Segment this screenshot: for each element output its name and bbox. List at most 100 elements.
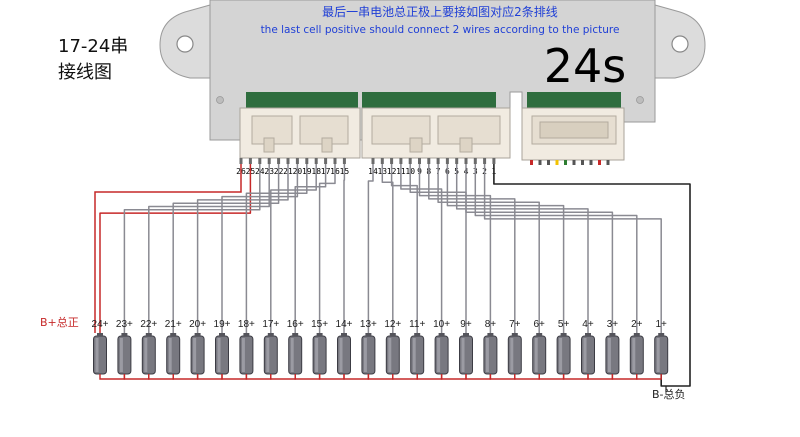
cell-highlight [607,338,611,372]
side-title-line1: 17-24串 [58,36,128,57]
cell-highlight [559,338,563,372]
cell-body [483,335,498,375]
balance-wire-cell-24 [99,164,252,333]
battery-negative-label: B-总负 [652,387,686,401]
pin-stub-12 [390,158,394,164]
cell-label: 8+ [485,319,497,330]
cell-label: 24+ [92,319,109,330]
cell-body [141,335,156,375]
cell-body [361,335,376,375]
cell-cap [463,333,469,336]
balance-wire-cell-20 [196,164,289,333]
cell-body [117,335,132,375]
cell-label: 9+ [460,319,472,330]
cell-cap [219,333,225,336]
cell-label: 10+ [433,319,450,330]
pin-stub-13 [380,158,384,164]
balance-wire-cell-23 [123,164,261,333]
battery-cell: 7+ [507,319,522,375]
instruction-title-cn: 最后一串电池总正极上要接如图对应2条排线 [322,4,558,19]
battery-cell: 9+ [459,319,473,375]
balance-wire-cell-3 [465,164,614,333]
balance-wires [94,164,691,392]
cell-cap [536,333,543,336]
cell-body [629,335,644,375]
balance-wire-cell-15 [318,164,336,333]
series-link [318,374,345,380]
cell-cap [438,333,445,336]
series-link [489,374,516,380]
balance-wire-cell-10 [400,164,443,333]
cell-label: 21+ [165,319,182,330]
cell-body [190,335,205,375]
cell-body [459,335,473,375]
battery-cell: 18+ [238,319,255,375]
aux-pin [589,160,593,165]
battery-cell: 12+ [384,319,401,375]
balance-connector-right [361,107,511,159]
cell-highlight [632,338,636,372]
balance-wire-cell-11 [390,164,418,333]
battery-cell: 4+ [581,319,595,375]
pin-stub-5 [455,158,459,164]
cell-body [507,335,522,375]
cell-body [166,335,181,375]
aux-pin [598,160,601,165]
cell-label: 17+ [262,319,279,330]
battery-cell: 20+ [189,319,206,375]
aux-pin [555,160,559,165]
cell-highlight [388,338,392,372]
cell-highlight [217,338,221,372]
battery-cell: 11+ [409,319,425,375]
cell-highlight [339,338,343,372]
pin-stub-15 [342,158,346,164]
pin-stub-11 [399,158,403,164]
cell-body [93,335,107,375]
balance-wire-cell-16 [294,164,327,333]
battery-cell: 16+ [287,319,304,375]
cell-highlight [485,338,489,372]
battery-cell: 2+ [629,319,644,375]
battery-cell: 10+ [433,319,450,375]
balance-connector-left [239,107,361,159]
cell-label: 2+ [631,319,643,330]
balance-wire-cell-17 [270,164,317,333]
cell-label: 22+ [140,319,157,330]
battery-positive-label: B+总正 [40,315,79,329]
pin-stub-3 [473,158,477,164]
cell-label: 23+ [116,319,133,330]
side-title-line2: 接线图 [58,62,112,83]
series-link [245,374,272,380]
cell-highlight [656,338,660,372]
cell-body [605,335,620,375]
balance-wire-cell-8 [418,164,492,333]
pin-stub-22 [277,158,281,164]
balance-wire-cell-22 [148,164,270,333]
negative-wire [493,164,691,387]
cell-highlight [437,338,441,372]
cell-cap [389,333,396,336]
cell-label: 7+ [509,319,521,330]
series-link [294,374,321,380]
cell-label: 12+ [384,319,401,330]
series-link [367,374,394,380]
balance-wire-cell-4 [455,164,589,333]
balance-wire-cell-21 [172,164,280,333]
cell-body [337,335,351,375]
series-link [416,374,443,380]
bms-board [159,0,706,165]
cell-label: 6+ [533,319,545,330]
series-link [270,374,296,380]
aux-pin [606,160,610,165]
pin-stub-6 [445,158,449,164]
cell-label: 5+ [558,319,570,330]
cell-body [385,335,400,375]
cell-cap [97,333,103,336]
pin-stub-7 [436,158,440,164]
series-link [465,374,492,380]
aux-pin [547,160,550,165]
cell-cap [243,333,250,336]
battery-cell: 8+ [483,319,498,375]
cell-body [312,335,327,375]
pin-stub-14 [371,158,375,164]
